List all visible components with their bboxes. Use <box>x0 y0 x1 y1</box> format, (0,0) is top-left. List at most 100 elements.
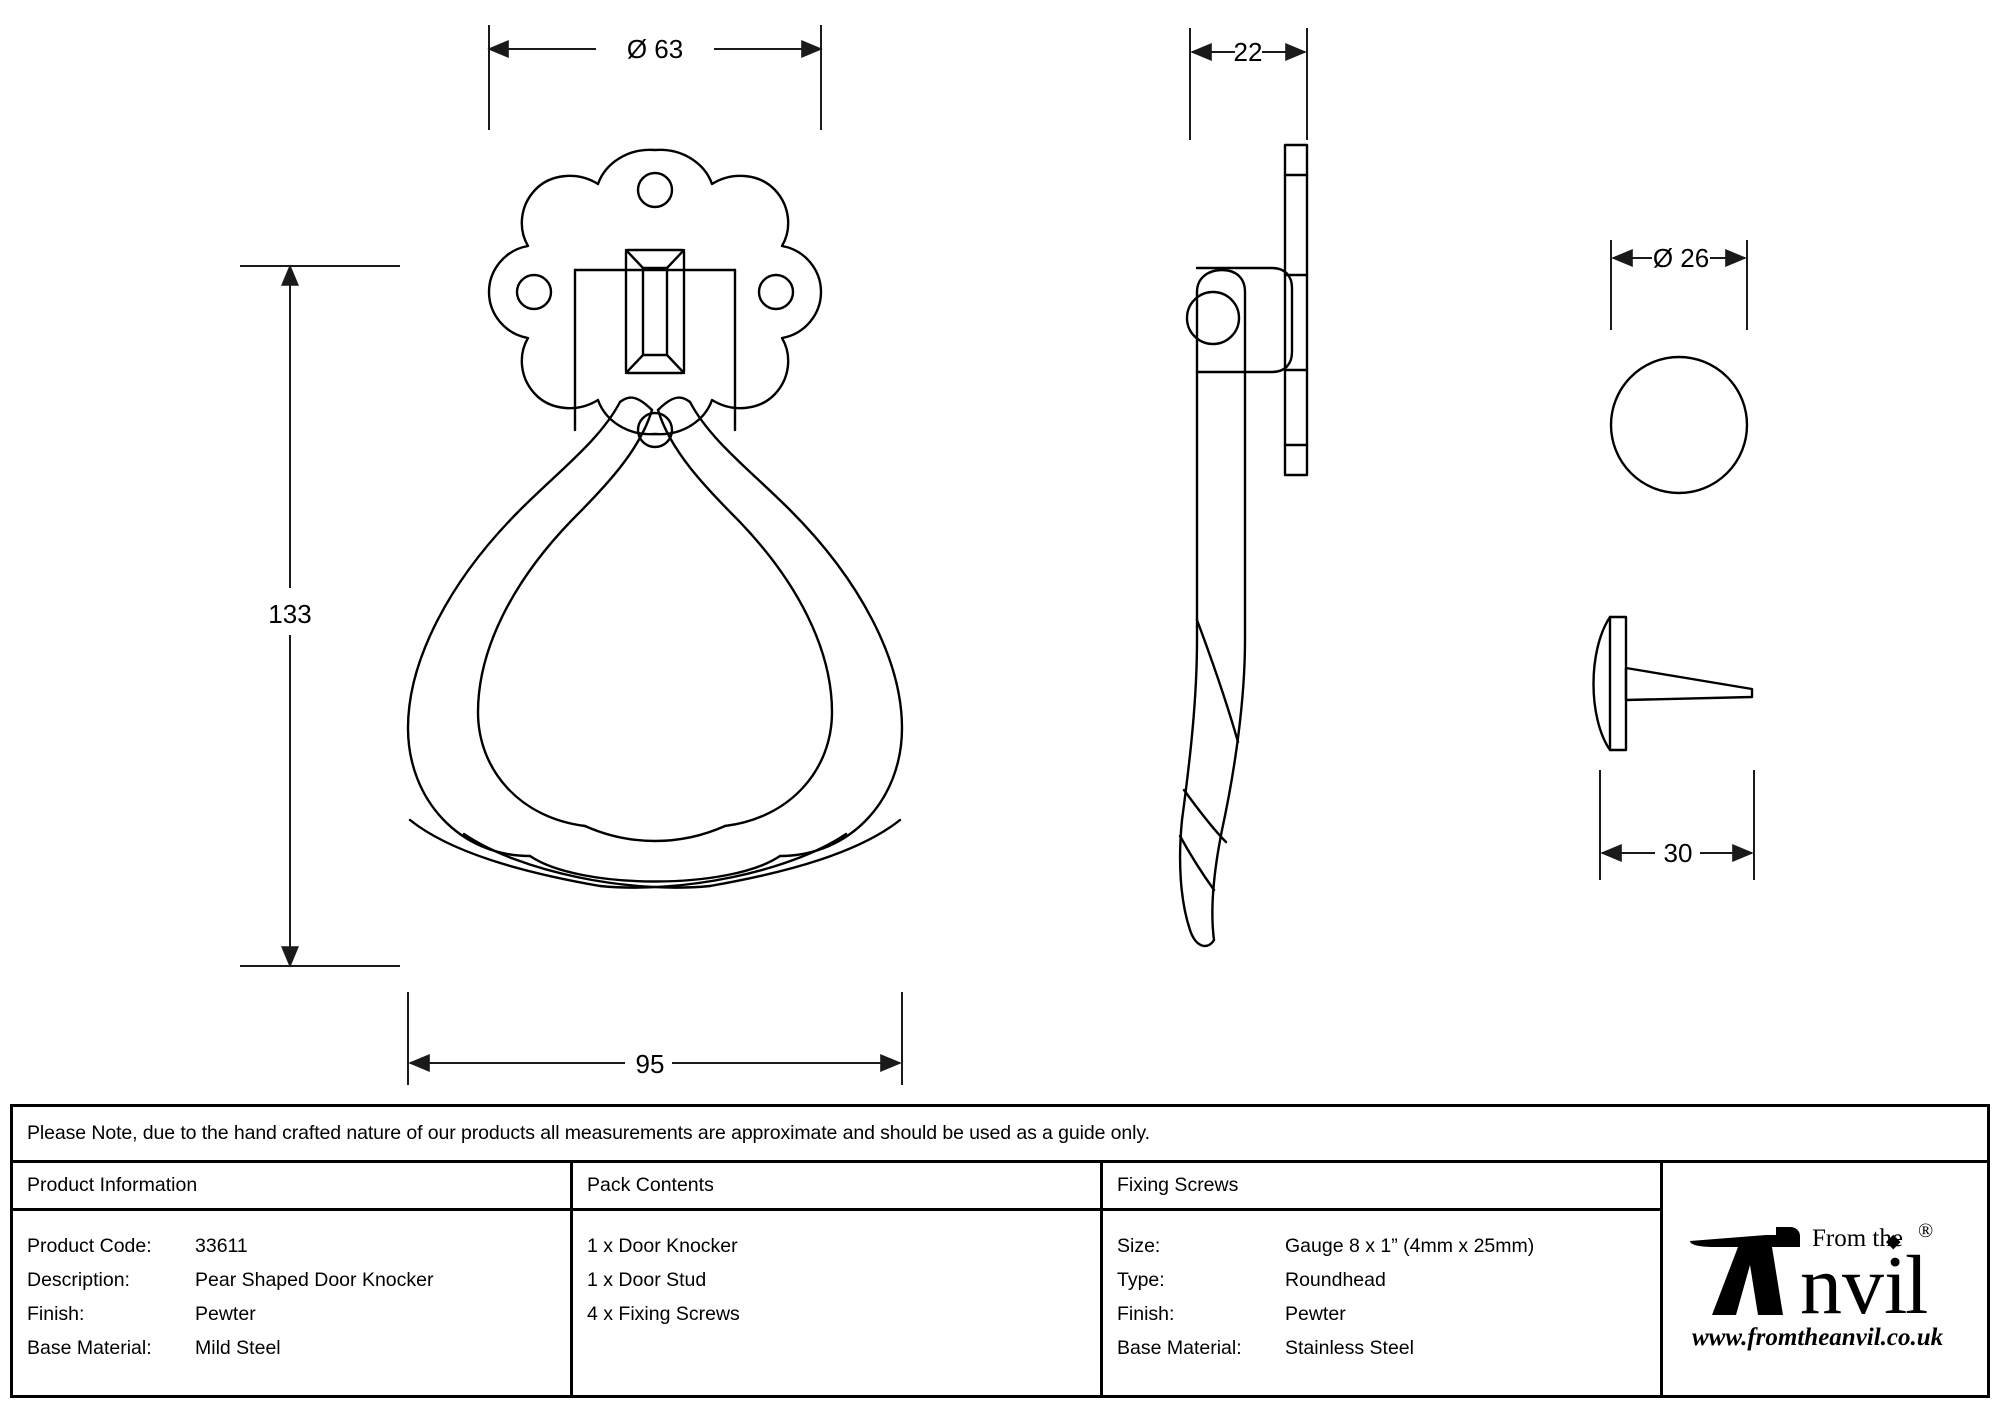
finish-label: Finish: <box>27 1303 85 1325</box>
dimension-label-30: 30 <box>1664 838 1693 868</box>
side-twist-line-3 <box>1178 834 1216 892</box>
logo-registered-icon: ® <box>1918 1220 1933 1242</box>
product-information-body: Product Code: 33611 Description: Pear Sh… <box>13 1211 570 1398</box>
dimension-30: 30 <box>1599 770 1755 880</box>
list-item: 1 x Door Knocker <box>587 1235 738 1257</box>
fixing-screws-heading: Fixing Screws <box>1103 1163 1660 1211</box>
pear-ring-outer-bottom <box>528 854 782 883</box>
screw-base-material-value: Stainless Steel <box>1285 1337 1414 1359</box>
side-twist-line-2 <box>1182 788 1228 844</box>
stud-head-edge <box>1608 615 1628 752</box>
ring-twist-left <box>408 818 602 888</box>
screw-hole-bottom <box>636 411 674 449</box>
stud-spike <box>1624 666 1754 702</box>
list-item: 1 x Door Stud <box>587 1269 707 1291</box>
ring-shoulder-left <box>618 396 654 412</box>
screw-hole-left <box>515 273 553 311</box>
central-boss-bevel <box>624 248 686 375</box>
dimension-label-133: 133 <box>268 599 311 629</box>
ring-shoulder-right <box>656 396 692 412</box>
pear-ring-inner-left <box>476 408 654 828</box>
information-block: Please Note, due to the hand crafted nat… <box>10 1104 1990 1398</box>
brand-logo-cell: From the ◆ l nvi ® www.fromtheanvil.co.u… <box>1663 1163 1987 1398</box>
stud-head-circle <box>1609 355 1749 495</box>
table-row: Type: Roundhead <box>1117 1263 1660 1297</box>
table-row: Finish: Pewter <box>27 1297 570 1331</box>
brand-logo: From the ◆ l nvi ® www.fromtheanvil.co.u… <box>1680 1211 1970 1351</box>
pear-ring-outer-left <box>406 400 622 858</box>
dimension-dia-63: Ø 63 <box>487 25 823 130</box>
pear-ring-inner-right <box>656 408 834 828</box>
side-pivot-circle <box>1185 290 1241 346</box>
screw-finish-label: Finish: <box>1117 1303 1175 1325</box>
central-boss-outer <box>624 248 686 375</box>
drawing-canvas: Ø 63 133 95 <box>240 25 1755 1085</box>
fixing-screws-column: Fixing Screws Size: Gauge 8 x 1” (4mm x … <box>1103 1163 1663 1398</box>
technical-drawing-area: Ø 63 133 95 <box>240 25 1755 1085</box>
dimension-dia-26: Ø 26 <box>1610 240 1748 330</box>
pack-contents-body: 1 x Door Knocker 1 x Door Stud 4 x Fixin… <box>573 1211 1100 1398</box>
side-ring-tip <box>1188 928 1216 948</box>
base-material-value: Mild Steel <box>195 1337 281 1359</box>
dimension-label-95: 95 <box>636 1049 665 1079</box>
stud-side-view <box>1592 615 1754 752</box>
side-twist-line-1 <box>1195 618 1240 744</box>
table-row: Size: Gauge 8 x 1” (4mm x 25mm) <box>1117 1229 1660 1263</box>
dimension-95: 95 <box>407 992 903 1085</box>
logo-url-text: www.fromtheanvil.co.uk <box>1692 1324 1944 1351</box>
product-code-label: Product Code: <box>27 1235 152 1257</box>
screw-hole-top <box>636 171 674 209</box>
side-view <box>1178 143 1309 948</box>
table-row: Finish: Pewter <box>1117 1297 1660 1331</box>
ring-twist-cross-right <box>462 832 712 889</box>
table-row: Base Material: Stainless Steel <box>1117 1331 1660 1365</box>
screw-size-label: Size: <box>1117 1235 1161 1257</box>
dimension-133: 133 <box>240 264 400 968</box>
stud-head-dome <box>1592 615 1612 752</box>
anvil-icon <box>1690 1226 1800 1315</box>
info-columns: Product Information Product Code: 33611 … <box>13 1163 1987 1398</box>
dimension-label-dia-26: Ø 26 <box>1653 243 1709 273</box>
dimension-label-22: 22 <box>1234 37 1263 67</box>
list-item: 4 x Fixing Screws <box>587 1303 740 1325</box>
pack-contents-column: Pack Contents 1 x Door Knocker 1 x Door … <box>573 1163 1103 1398</box>
pear-ring-inner-bottom <box>583 824 727 843</box>
finish-value: Pewter <box>195 1303 256 1325</box>
logo-diamond-icon: ◆ <box>1886 1231 1901 1252</box>
screw-hole-right <box>757 273 795 311</box>
front-view <box>406 148 904 889</box>
screw-size-value: Gauge 8 x 1” (4mm x 25mm) <box>1285 1235 1535 1257</box>
side-ring-front-edge <box>1178 290 1199 932</box>
logo-from-the-text: From the <box>1812 1225 1903 1252</box>
dimension-label-dia-63: Ø 63 <box>627 34 683 64</box>
side-boss-block <box>1195 266 1294 374</box>
base-material-label: Base Material: <box>27 1337 152 1359</box>
fixing-screws-body: Size: Gauge 8 x 1” (4mm x 25mm) Type: Ro… <box>1103 1211 1660 1398</box>
logo-brand-l: l <box>1905 1239 1928 1332</box>
dimension-22: 22 <box>1189 28 1308 140</box>
pear-ring-outer-right <box>688 400 904 858</box>
from-the-anvil-logo: From the ◆ l nvi ® www.fromtheanvil.co.u… <box>1690 1220 1944 1351</box>
side-ring-back-edge <box>1211 370 1247 942</box>
ring-twist-right <box>708 818 902 888</box>
stud-front-view <box>1609 355 1749 495</box>
side-boss-inner <box>1195 268 1247 374</box>
note-row: Please Note, due to the hand crafted nat… <box>13 1107 1987 1163</box>
product-information-column: Product Information Product Code: 33611 … <box>13 1163 573 1398</box>
product-code-value: 33611 <box>195 1235 248 1257</box>
description-value: Pear Shaped Door Knocker <box>195 1269 434 1291</box>
screw-type-label: Type: <box>1117 1269 1165 1291</box>
table-row: Product Code: 33611 <box>27 1229 570 1263</box>
screw-finish-value: Pewter <box>1285 1303 1346 1325</box>
screw-base-material-label: Base Material: <box>1117 1337 1242 1359</box>
table-row: Base Material: Mild Steel <box>27 1331 570 1365</box>
note-text: Please Note, due to the hand crafted nat… <box>27 1122 1150 1144</box>
description-label: Description: <box>27 1269 130 1291</box>
mount-bar <box>573 268 737 432</box>
rosette-backplate <box>487 148 823 436</box>
side-backplate <box>1283 143 1309 477</box>
product-information-heading: Product Information <box>13 1163 570 1211</box>
table-row: Description: Pear Shaped Door Knocker <box>27 1263 570 1297</box>
ring-twist-cross-left <box>598 832 848 889</box>
